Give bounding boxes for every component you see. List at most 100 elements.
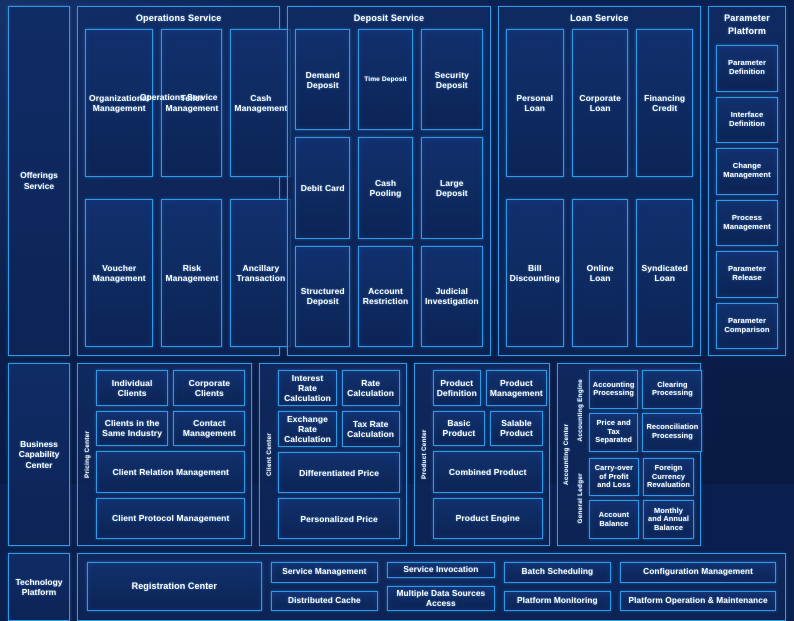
- box-service-invocation[interactable]: Service Invocation: [387, 562, 495, 578]
- client-capability-items: Individual Clients Corporate Clients Cli…: [96, 370, 246, 539]
- panel-loan-service[interactable]: Loan Service Personal Loan Corporate Loa…: [497, 6, 701, 356]
- vertical-label-client-center: Client Center: [266, 432, 274, 477]
- box-contact-management[interactable]: Contact Management: [173, 410, 246, 446]
- box-rate-calculation[interactable]: Rate Calculation: [341, 370, 400, 407]
- client-pair-row-2: Clients in the Same Industry Contact Man…: [96, 410, 246, 446]
- box-corporate-loan[interactable]: Corporate Loan: [571, 29, 629, 177]
- deposit-service-grid: Demand Deposit Time Deposit Security Dep…: [295, 29, 483, 347]
- box-corporate-clients[interactable]: Corporate Clients: [173, 370, 246, 406]
- box-client-relation-management[interactable]: Client Relation Management: [96, 451, 246, 493]
- technology-column-3: Batch Scheduling Platform Monitoring: [503, 562, 612, 612]
- group-accounting-engine: Accounting Engine Accounting Processing …: [575, 370, 703, 452]
- panel-title-parameter-platform: Parameter Platform: [716, 12, 778, 38]
- box-carry-over-of-profit-and-loss[interactable]: Carry-over of Profit and Loss: [588, 457, 640, 497]
- box-tax-rate-calculation[interactable]: Tax Rate Calculation: [341, 411, 400, 448]
- box-judicial-investigation[interactable]: Judicial Investigation: [420, 245, 483, 347]
- product-center-items: Product Definition Product Management Ba…: [432, 370, 547, 539]
- product-pair-row-1: Product Definition Product Management: [432, 370, 547, 406]
- parameter-platform-title-line1: Parameter: [724, 13, 770, 23]
- box-exchange-rate-calculation[interactable]: Exchange Rate Calculation: [278, 411, 337, 448]
- box-service-management[interactable]: Service Management: [270, 562, 379, 583]
- box-parameter-comparison[interactable]: Parameter Comparison: [716, 302, 778, 349]
- panel-title-operations-service: Operations Service: [135, 13, 222, 23]
- panel-title-loan-service: Loan Service: [570, 13, 629, 23]
- panel-accounting-center[interactable]: Accounting Center Accounting Engine Acco…: [556, 363, 703, 546]
- rail-offerings-service[interactable]: Offerings Service: [8, 6, 70, 356]
- rail-business-capability-center[interactable]: Business Capability Center: [8, 363, 70, 546]
- box-personal-loan[interactable]: Personal Loan: [505, 29, 564, 177]
- box-reconciliation-processing[interactable]: Reconciliation Processing: [642, 412, 703, 452]
- panel-product-center[interactable]: Product Center Product Definition Produc…: [413, 363, 550, 546]
- box-personalized-price[interactable]: Personalized Price: [278, 498, 400, 539]
- box-account-restriction[interactable]: Account Restriction: [358, 245, 413, 347]
- box-interface-definition[interactable]: Interface Definition: [716, 96, 778, 144]
- box-large-deposit[interactable]: Large Deposit: [420, 137, 483, 239]
- operations-service-grid: Organizational Management Teller Managem…: [85, 29, 292, 347]
- box-product-engine[interactable]: Product Engine: [432, 497, 543, 539]
- box-financing-credit[interactable]: Financing Credit: [636, 29, 693, 177]
- box-syndicated-loan[interactable]: Syndicated Loan: [636, 199, 693, 347]
- box-configuration-management[interactable]: Configuration Management: [620, 562, 776, 583]
- box-online-loan[interactable]: Online Loan: [571, 199, 629, 347]
- box-batch-scheduling[interactable]: Batch Scheduling: [503, 562, 612, 583]
- pricing-capability-items: Interest Rate Calculation Rate Calculati…: [278, 370, 400, 539]
- box-account-balance[interactable]: Account Balance: [588, 500, 640, 539]
- row-business-capability-center: Business Capability Center Pricing Cente…: [8, 363, 786, 546]
- business-capability-body: Pricing Center Individual Clients Corpor…: [77, 363, 703, 546]
- product-pair-row-2: Basic Product Salable Product: [432, 410, 543, 446]
- box-ancillary-transaction[interactable]: Ancillary Transaction: [230, 199, 292, 347]
- panel-parameter-platform[interactable]: Parameter Platform Parameter Definition …: [708, 6, 786, 356]
- box-structured-deposit[interactable]: Structured Deposit: [295, 245, 351, 347]
- box-teller-management[interactable]: Teller Management: [161, 29, 223, 177]
- box-product-definition[interactable]: Product Definition: [432, 370, 481, 406]
- pricing-pair-row-1: Interest Rate Calculation Rate Calculati…: [278, 370, 400, 407]
- box-cash-pooling[interactable]: Cash Pooling: [358, 137, 413, 239]
- loan-service-grid: Personal Loan Corporate Loan Financing C…: [505, 29, 693, 347]
- box-time-deposit[interactable]: Time Deposit: [358, 29, 413, 131]
- box-risk-management[interactable]: Risk Management: [161, 199, 223, 347]
- box-cash-management[interactable]: Cash Management: [230, 29, 292, 177]
- panel-technology-platform[interactable]: Registration Center Service Management D…: [77, 553, 786, 621]
- box-foreign-currency-revaluation[interactable]: Foreign Currency Revaluation: [643, 457, 694, 497]
- box-product-management[interactable]: Product Management: [485, 370, 547, 406]
- vertical-label-product-center: Product Center: [420, 429, 428, 480]
- box-clients-in-the-same-industry[interactable]: Clients in the Same Industry: [96, 410, 169, 446]
- box-salable-product[interactable]: Salable Product: [490, 410, 543, 446]
- pricing-pair-row-2: Exchange Rate Calculation Tax Rate Calcu…: [278, 411, 400, 448]
- box-platform-monitoring[interactable]: Platform Monitoring: [503, 590, 612, 612]
- box-parameter-definition[interactable]: Parameter Definition: [716, 45, 778, 92]
- technology-column-2: Service Invocation Multiple Data Sources…: [387, 562, 495, 612]
- box-security-deposit[interactable]: Security Deposit: [420, 29, 483, 131]
- box-platform-operation-and-maintenance[interactable]: Platform Operation & Maintenance: [620, 590, 776, 612]
- box-voucher-management[interactable]: Voucher Management: [85, 199, 154, 347]
- box-interest-rate-calculation[interactable]: Interest Rate Calculation: [278, 370, 337, 407]
- box-parameter-release[interactable]: Parameter Release: [716, 251, 778, 298]
- box-multiple-data-sources-access[interactable]: Multiple Data Sources Access: [387, 585, 495, 612]
- box-change-management[interactable]: Change Management: [716, 148, 778, 195]
- box-bill-discounting[interactable]: Bill Discounting: [505, 199, 564, 347]
- box-organizational-management[interactable]: Organizational Management: [85, 29, 154, 177]
- rail-technology-platform[interactable]: Technology Platform: [8, 553, 70, 621]
- panel-deposit-service[interactable]: Deposit Service Demand Deposit Time Depo…: [287, 6, 491, 356]
- box-accounting-processing[interactable]: Accounting Processing: [588, 370, 639, 409]
- panel-client-capability[interactable]: Pricing Center Individual Clients Corpor…: [77, 363, 253, 546]
- box-demand-deposit[interactable]: Demand Deposit: [295, 29, 351, 131]
- box-clearing-processing[interactable]: Clearing Processing: [642, 370, 703, 409]
- box-basic-product[interactable]: Basic Product: [432, 410, 486, 446]
- box-distributed-cache[interactable]: Distributed Cache: [270, 590, 379, 612]
- box-price-and-tax-separated[interactable]: Price and Tax Separated: [588, 412, 639, 452]
- panel-pricing-capability[interactable]: Client Center Interest Rate Calculation …: [259, 363, 407, 546]
- box-individual-clients[interactable]: Individual Clients: [96, 370, 169, 406]
- box-debit-card[interactable]: Debit Card: [295, 137, 351, 239]
- panel-operations-service[interactable]: Operations Service Organizational Manage…: [77, 6, 292, 356]
- box-process-management[interactable]: Process Management: [716, 199, 778, 247]
- box-combined-product[interactable]: Combined Product: [432, 451, 543, 493]
- box-registration-center[interactable]: Registration Center: [87, 562, 262, 612]
- box-differentiated-price[interactable]: Differentiated Price: [278, 452, 400, 494]
- box-monthly-and-annual-balance[interactable]: Monthly and Annual Balance: [643, 500, 694, 539]
- client-pair-row-1: Individual Clients Corporate Clients: [96, 370, 246, 406]
- vertical-label-accounting-center: Accounting Center: [562, 423, 570, 486]
- box-client-protocol-management[interactable]: Client Protocol Management: [96, 497, 246, 539]
- offerings-service-body: Operations Service Organizational Manage…: [77, 6, 701, 356]
- group-general-ledger: General Ledger Carry-over of Profit and …: [575, 457, 694, 539]
